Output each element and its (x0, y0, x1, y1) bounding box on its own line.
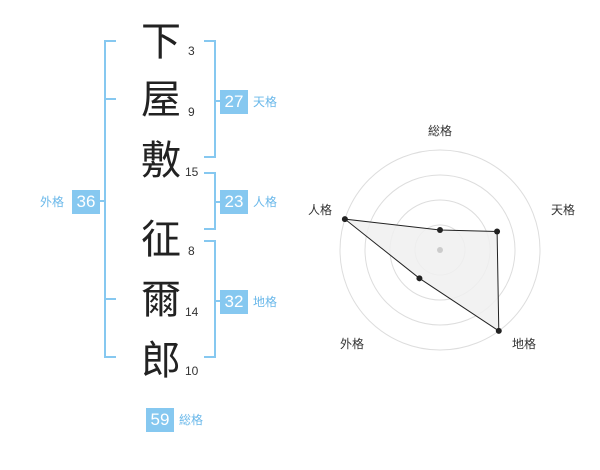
soukaku-label: 総格 (179, 413, 204, 427)
stroke-count-3: 15 (185, 165, 199, 179)
name-char-2: 屋 (141, 77, 181, 123)
gaikaku-bracket-vertical (104, 40, 106, 358)
radar-center-dot (437, 247, 443, 253)
name-char-6: 郎 (141, 338, 181, 384)
gaikaku-tick-2 (104, 298, 116, 300)
gaikaku-tick-1 (104, 98, 116, 100)
radar-axis-label-soukaku: 総格 (427, 124, 452, 138)
gaikaku-value: 36 (72, 190, 100, 214)
name-char-4: 征 (141, 217, 181, 263)
soukaku-value: 59 (146, 408, 174, 432)
jinkaku-label: 人格 (253, 195, 278, 209)
radar-point-4 (416, 275, 423, 282)
jinkaku-bracket-top (204, 172, 216, 174)
radar-polygon (343, 218, 500, 332)
tenkaku-label: 天格 (253, 95, 278, 109)
radar-point-2 (494, 228, 501, 235)
tenkaku-bracket-bottom (204, 156, 216, 158)
chikaku-bracket-vertical (214, 240, 216, 358)
stroke-count-1: 3 (188, 44, 195, 58)
tenkaku-bracket-vertical (214, 40, 216, 158)
stroke-count-4: 8 (188, 244, 195, 258)
gaikaku-label: 外格 (40, 195, 65, 209)
tenkaku-bracket-top (204, 40, 216, 42)
chikaku-label: 地格 (253, 295, 278, 309)
chikaku-bracket-top (204, 240, 216, 242)
jinkaku-bracket-bottom (204, 228, 216, 230)
radar-point-5 (341, 216, 348, 223)
radar-axis-label-jinkaku: 人格 (307, 203, 332, 217)
radar-axis-label-tenkaku: 天格 (550, 203, 575, 217)
name-char-1: 下 (141, 19, 181, 65)
radar-ring-3 (364, 174, 516, 326)
name-char-3: 敷 (141, 138, 181, 184)
stroke-count-6: 10 (185, 364, 199, 378)
chikaku-connector (214, 300, 222, 302)
stroke-count-5: 14 (185, 305, 199, 319)
radar-point-3 (495, 327, 502, 334)
name-char-5: 爾 (141, 277, 181, 323)
gaikaku-bracket-bottom (104, 356, 116, 358)
jinkaku-value: 23 (220, 190, 248, 214)
tenkaku-value: 27 (220, 90, 248, 114)
radar-axis-label-gaikaku: 外格 (339, 337, 364, 351)
radar-ring-4 (339, 149, 541, 351)
chikaku-bracket-bottom (204, 356, 216, 358)
gaikaku-bracket-top (104, 40, 116, 42)
stroke-count-2: 9 (188, 105, 195, 119)
radar-points (341, 216, 502, 334)
radar-point-1 (437, 227, 443, 233)
radar-axis-label-chikaku: 地格 (511, 337, 536, 351)
tenkaku-connector (214, 100, 222, 102)
jinkaku-connector (214, 201, 222, 203)
gaikaku-connector (100, 200, 106, 202)
chikaku-value: 32 (220, 290, 248, 314)
